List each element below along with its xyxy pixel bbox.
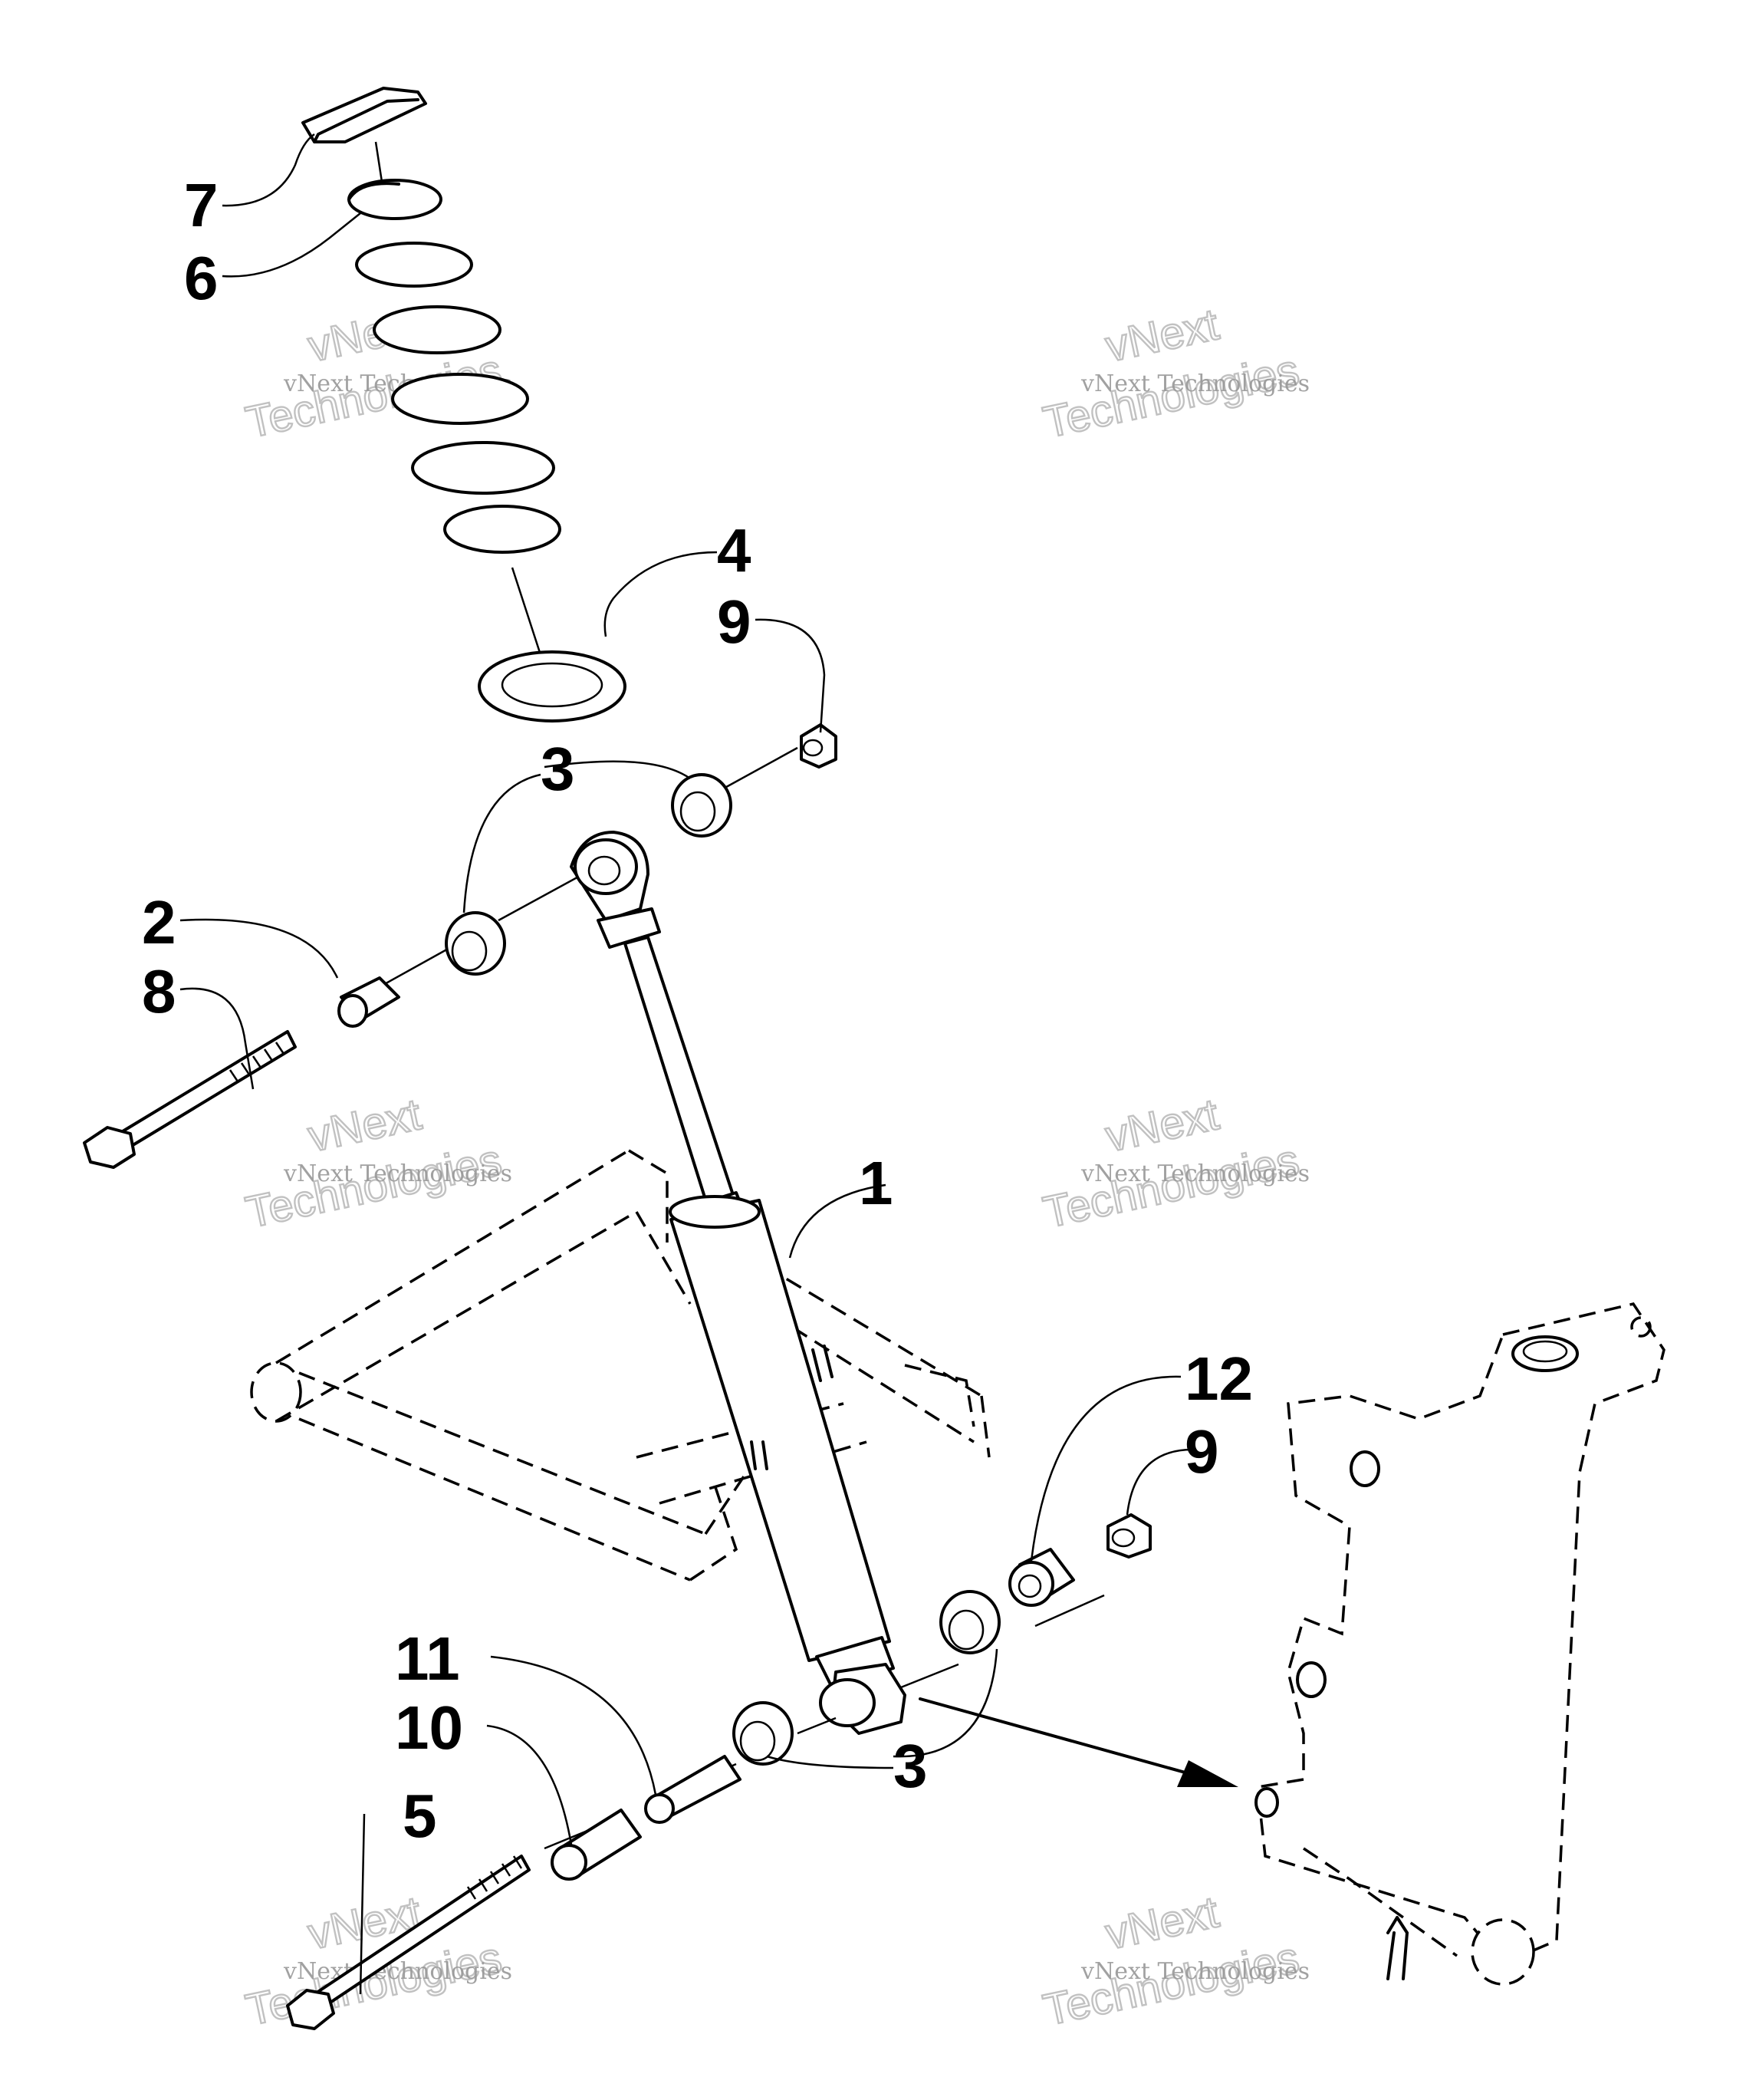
callout-10: 10 <box>395 1693 463 1762</box>
callout-6: 6 <box>184 244 219 312</box>
callout-9-upper: 9 <box>717 588 751 656</box>
callout-4: 4 <box>717 516 751 584</box>
callout-5: 5 <box>403 1782 437 1850</box>
callout-8: 8 <box>142 957 176 1025</box>
lower-bushing-3-right <box>939 1590 1001 1654</box>
upper-sleeve-2 <box>337 976 400 1028</box>
upper-bushing-3-left <box>445 911 506 976</box>
spring-seat <box>478 650 626 722</box>
lower-nut-9 <box>1106 1513 1152 1559</box>
watermark-group-4: vNext vNext Technologies Technologies <box>1038 1088 1310 1239</box>
shock-absorber <box>570 831 906 1735</box>
coil-spring <box>347 179 561 554</box>
spring-cap <box>301 87 427 143</box>
callouts: 1 2 3 3 4 5 6 7 8 9 9 10 11 12 <box>142 171 1253 1850</box>
watermark-big-1: vNext <box>304 1089 426 1161</box>
watermark-big-2: Technologies <box>242 1933 506 2036</box>
callout-7: 7 <box>184 171 219 239</box>
watermark-small: vNext Technologies <box>1080 370 1310 397</box>
watermark-small: vNext Technologies <box>283 1958 512 1985</box>
watermark-big-1: vNext <box>1101 299 1223 371</box>
watermark-group-6: vNext vNext Technologies Technologies <box>1038 1886 1310 2036</box>
lower-spacer-10 <box>551 1809 642 1881</box>
watermark-small: vNext Technologies <box>1080 1958 1310 1985</box>
watermark-big-2: Technologies <box>242 1135 506 1238</box>
watermark-big-2: Technologies <box>1039 1135 1304 1238</box>
watermark-big-1: vNext <box>1101 1887 1223 1959</box>
watermark-big-2: Technologies <box>1039 345 1304 448</box>
upper-nut-9 <box>800 723 837 769</box>
callout-1: 1 <box>859 1149 893 1217</box>
assembly-arrow-head <box>1177 1760 1238 1787</box>
callout-3-lower: 3 <box>893 1732 928 1800</box>
watermark-group-3: vNext vNext Technologies Technologies <box>241 1088 512 1239</box>
watermark-group-2: vNext vNext Technologies Technologies <box>1038 298 1310 449</box>
steering-knuckle-phantom <box>1254 1302 1665 1986</box>
assembly-arrow-line <box>919 1697 1198 1777</box>
lower-bolt-5 <box>286 1855 531 2030</box>
callout-12: 12 <box>1185 1345 1253 1413</box>
watermark-small: vNext Technologies <box>1080 1160 1310 1187</box>
callout-9-lower: 9 <box>1185 1417 1219 1486</box>
upper-bolt-8 <box>83 1030 297 1169</box>
upper-bushing-3-right <box>671 773 732 838</box>
leader-lines <box>179 133 1193 1995</box>
watermark-big-2: Technologies <box>1039 1933 1304 2036</box>
watermark-small: vNext Technologies <box>283 1160 512 1187</box>
watermark-group-1: vNext vNext Technologies Technologies <box>241 298 512 449</box>
callout-11: 11 <box>395 1624 460 1693</box>
lower-spacer-12 <box>1008 1548 1075 1607</box>
callout-3-upper: 3 <box>541 735 575 803</box>
lower-sleeve-11 <box>644 1755 741 1824</box>
lower-bushing-3-left <box>732 1701 794 1766</box>
callout-2: 2 <box>142 888 176 956</box>
watermark-big-1: vNext <box>1101 1089 1223 1161</box>
